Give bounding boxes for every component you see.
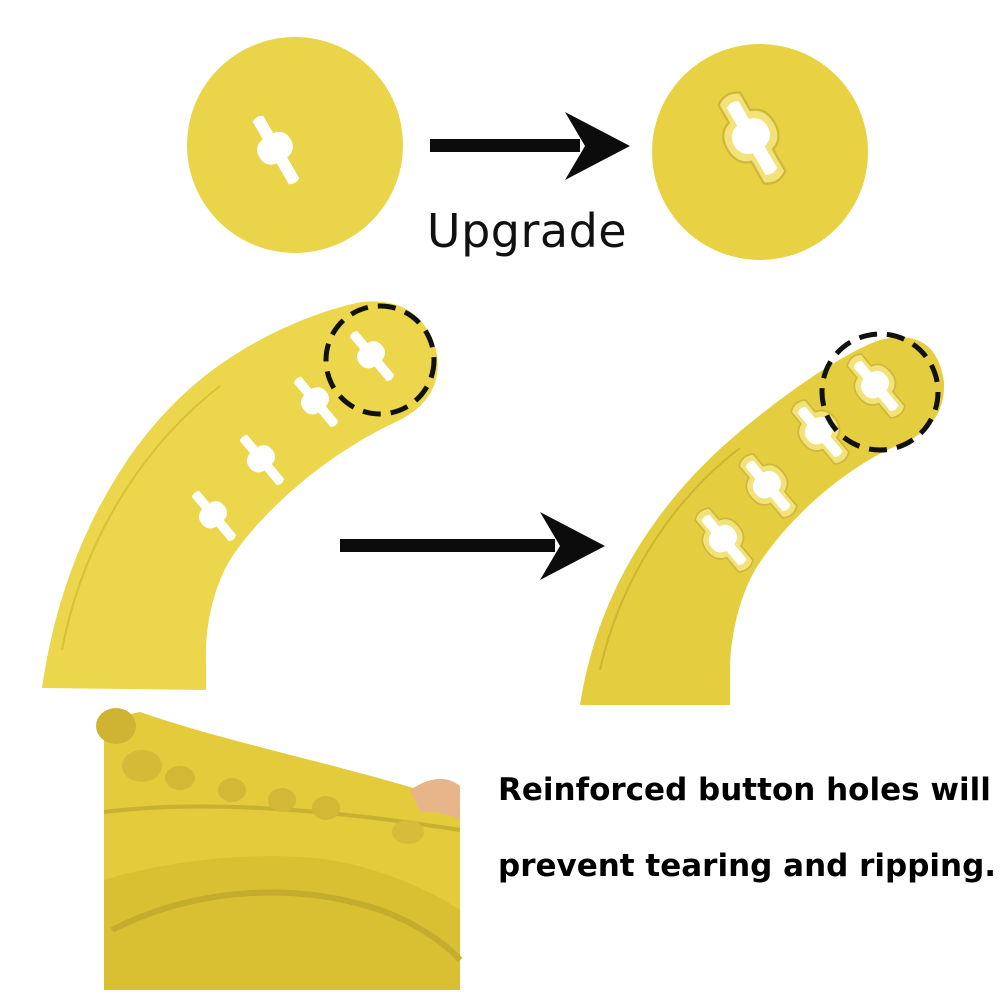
description-line-1: Reinforced button holes will — [498, 772, 991, 808]
description-line-2: prevent tearing and ripping. — [498, 848, 997, 884]
description-text: Reinforced button holes will prevent tea… — [498, 770, 997, 886]
upgrade-label: Upgrade — [426, 204, 628, 258]
reinforced-button-hole-disc — [652, 44, 868, 260]
reinforced-bib-strap — [580, 331, 945, 705]
bib-strap-photo — [96, 705, 463, 990]
right-arrow-icon — [340, 512, 605, 580]
plain-bib-strap — [42, 301, 438, 690]
plain-button-hole-disc — [187, 37, 403, 253]
right-arrow-icon — [430, 112, 630, 180]
